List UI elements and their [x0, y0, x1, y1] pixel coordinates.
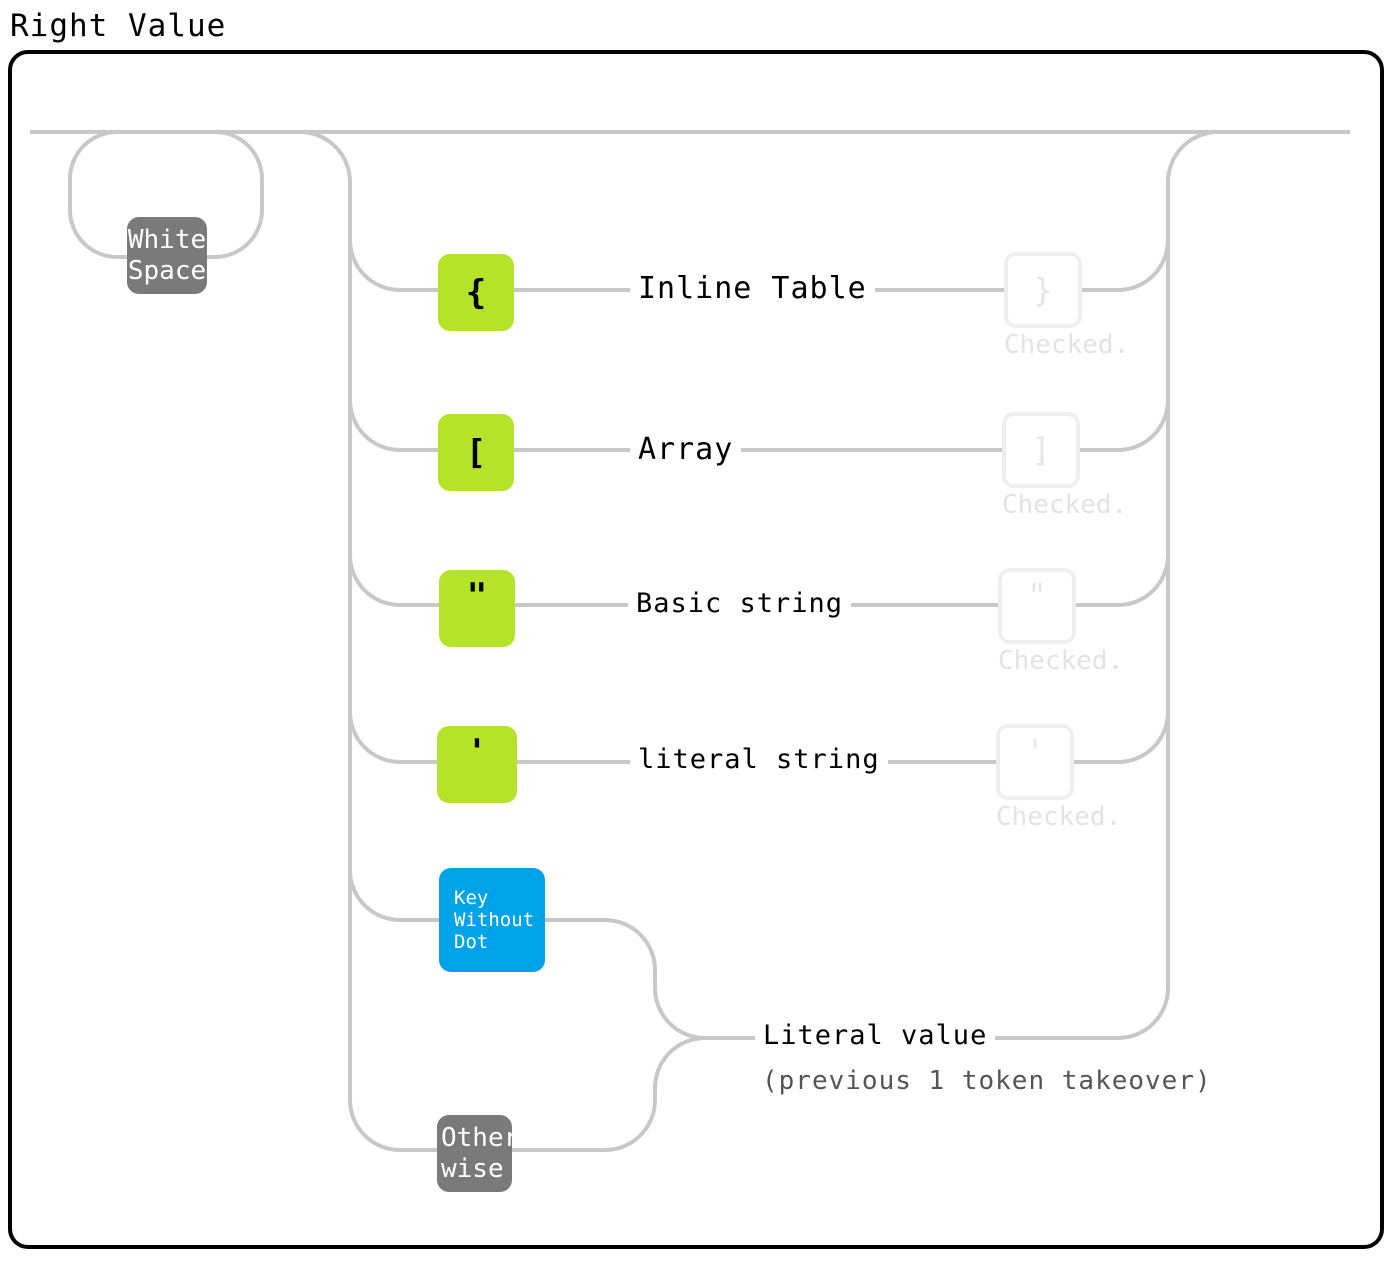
close-bracket-token: ] [1002, 412, 1080, 488]
single-quote-token: ' [437, 726, 517, 803]
basic-string-label: Basic string [628, 588, 852, 619]
checked-note-3: Checked. [998, 646, 1124, 676]
close-double-quote-token: " [998, 568, 1076, 644]
literal-value-label: Literal value [755, 1020, 996, 1051]
left-trunk [299, 130, 352, 1100]
branch-left-1 [348, 239, 440, 292]
close-single-quote-token: ' [996, 724, 1074, 800]
inline-table-label: Inline Table [630, 271, 875, 306]
branch-right-1 [1082, 239, 1170, 292]
checked-note-1: Checked. [1004, 330, 1130, 360]
literal-string-label: literal string [630, 744, 888, 775]
branch-right-3 [1076, 554, 1170, 607]
merge-lower [512, 1036, 706, 1152]
right-trunk [940, 130, 1219, 1040]
open-bracket-token: [ [438, 414, 514, 491]
branch-left-3 [348, 554, 440, 607]
branch-right-2 [1080, 399, 1170, 452]
close-brace-token: } [1004, 252, 1082, 328]
merge-upper [545, 918, 760, 1040]
array-label: Array [630, 432, 742, 467]
checked-note-4: Checked. [996, 802, 1122, 832]
diagram-title: Right Value [10, 8, 227, 44]
checked-note-2: Checked. [1002, 490, 1128, 520]
diagram-frame [8, 50, 1384, 1249]
branch-left-6 [348, 1099, 440, 1152]
branch-left-2 [348, 399, 440, 452]
literal-value-note: (previous 1 token takeover) [762, 1066, 1212, 1096]
branch-right-4 [1074, 711, 1170, 764]
branch-left-5 [348, 869, 440, 922]
key-without-dot-token: Key Without Dot [439, 868, 545, 972]
double-quote-token: " [439, 570, 515, 647]
white-space-token: White Space [127, 217, 207, 294]
open-brace-token: { [438, 254, 514, 331]
branch-left-4 [348, 711, 440, 764]
otherwise-token: Other wise [437, 1115, 519, 1192]
